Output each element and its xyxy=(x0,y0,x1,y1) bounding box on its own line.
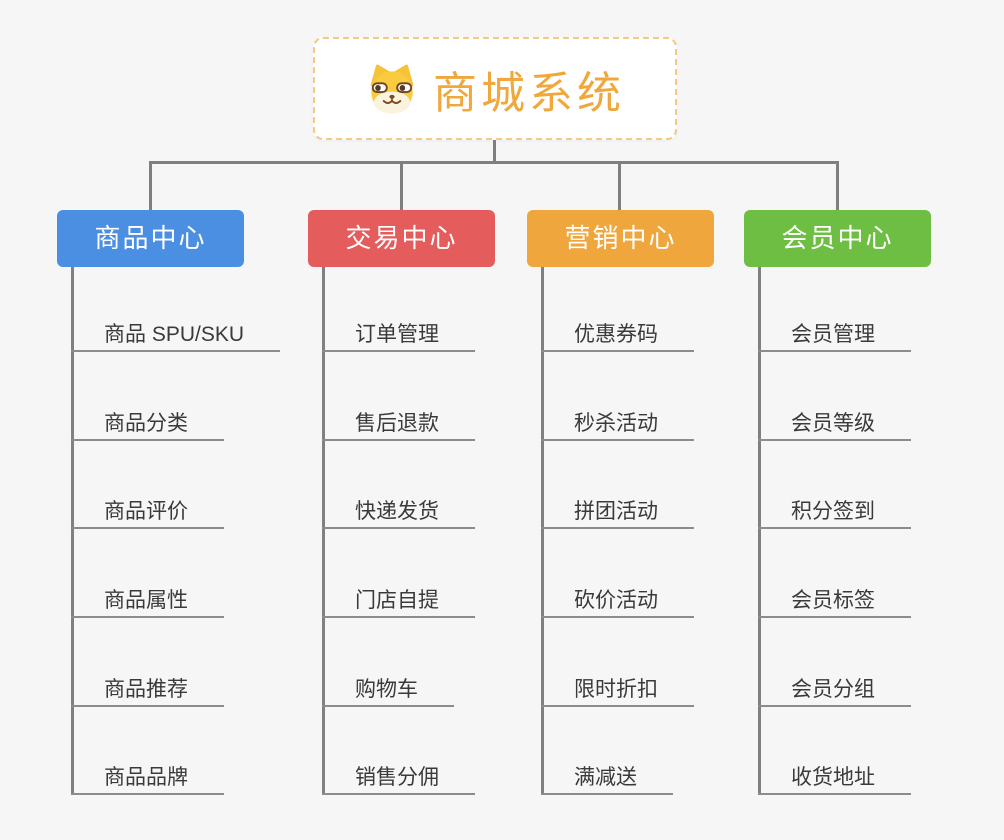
branch-item[interactable]: 订单管理 xyxy=(322,320,475,352)
branch-item[interactable]: 快递发货 xyxy=(322,497,475,529)
branch-item[interactable]: 销售分佣 xyxy=(322,763,475,795)
branch-item[interactable]: 售后退款 xyxy=(322,409,475,441)
connector-drop-member-center xyxy=(836,161,839,210)
branch-spine xyxy=(758,267,761,795)
branch-header-product-center[interactable]: 商品中心 xyxy=(57,210,244,267)
branch-header-member-center[interactable]: 会员中心 xyxy=(744,210,931,267)
branch-item[interactable]: 秒杀活动 xyxy=(541,409,694,441)
branch-item[interactable]: 拼团活动 xyxy=(541,497,694,529)
branch-item[interactable]: 积分签到 xyxy=(758,497,911,529)
branch-item[interactable]: 商品属性 xyxy=(71,586,224,618)
branch-item[interactable]: 限时折扣 xyxy=(541,675,694,707)
branch-trade-center: 交易中心 订单管理 售后退款 快递发货 门店自提 购物车 销售分佣 xyxy=(308,210,495,810)
root-title: 商城系统 xyxy=(433,68,625,118)
root-node[interactable]: 商城系统 xyxy=(313,37,677,140)
connector-trunk xyxy=(493,140,496,164)
branch-item[interactable]: 收货地址 xyxy=(758,763,911,795)
branch-marketing-center: 营销中心 优惠券码 秒杀活动 拼团活动 砍价活动 限时折扣 满减送 xyxy=(527,210,714,810)
branch-item[interactable]: 商品品牌 xyxy=(71,763,224,795)
branch-item[interactable]: 会员分组 xyxy=(758,675,911,707)
branch-spine xyxy=(541,267,544,795)
branch-spine xyxy=(71,267,74,795)
connector-drop-product-center xyxy=(149,161,152,210)
branch-item[interactable]: 满减送 xyxy=(541,763,673,795)
branch-item[interactable]: 商品 SPU/SKU xyxy=(71,320,281,352)
branch-item[interactable]: 会员等级 xyxy=(758,409,911,441)
branch-item[interactable]: 商品推荐 xyxy=(71,675,224,707)
connector-drop-marketing-center xyxy=(618,161,621,210)
branch-header-trade-center[interactable]: 交易中心 xyxy=(308,210,495,267)
branch-item[interactable]: 购物车 xyxy=(322,675,454,707)
dog-face-icon xyxy=(370,64,414,113)
connector-drop-trade-center xyxy=(400,161,403,210)
branch-item[interactable]: 砍价活动 xyxy=(541,586,694,618)
connector-rail xyxy=(149,161,839,164)
branch-spine xyxy=(322,267,325,795)
branch-item[interactable]: 商品评价 xyxy=(71,497,224,529)
branch-product-center: 商品中心 商品 SPU/SKU 商品分类 商品评价 商品属性 商品推荐 商品品牌 xyxy=(57,210,281,810)
branch-item[interactable]: 门店自提 xyxy=(322,586,475,618)
branch-item[interactable]: 会员标签 xyxy=(758,586,911,618)
branch-member-center: 会员中心 会员管理 会员等级 积分签到 会员标签 会员分组 收货地址 xyxy=(744,210,931,810)
branch-item[interactable]: 优惠券码 xyxy=(541,320,694,352)
branch-header-marketing-center[interactable]: 营销中心 xyxy=(527,210,714,267)
branch-item[interactable]: 会员管理 xyxy=(758,320,911,352)
branch-item[interactable]: 商品分类 xyxy=(71,409,224,441)
